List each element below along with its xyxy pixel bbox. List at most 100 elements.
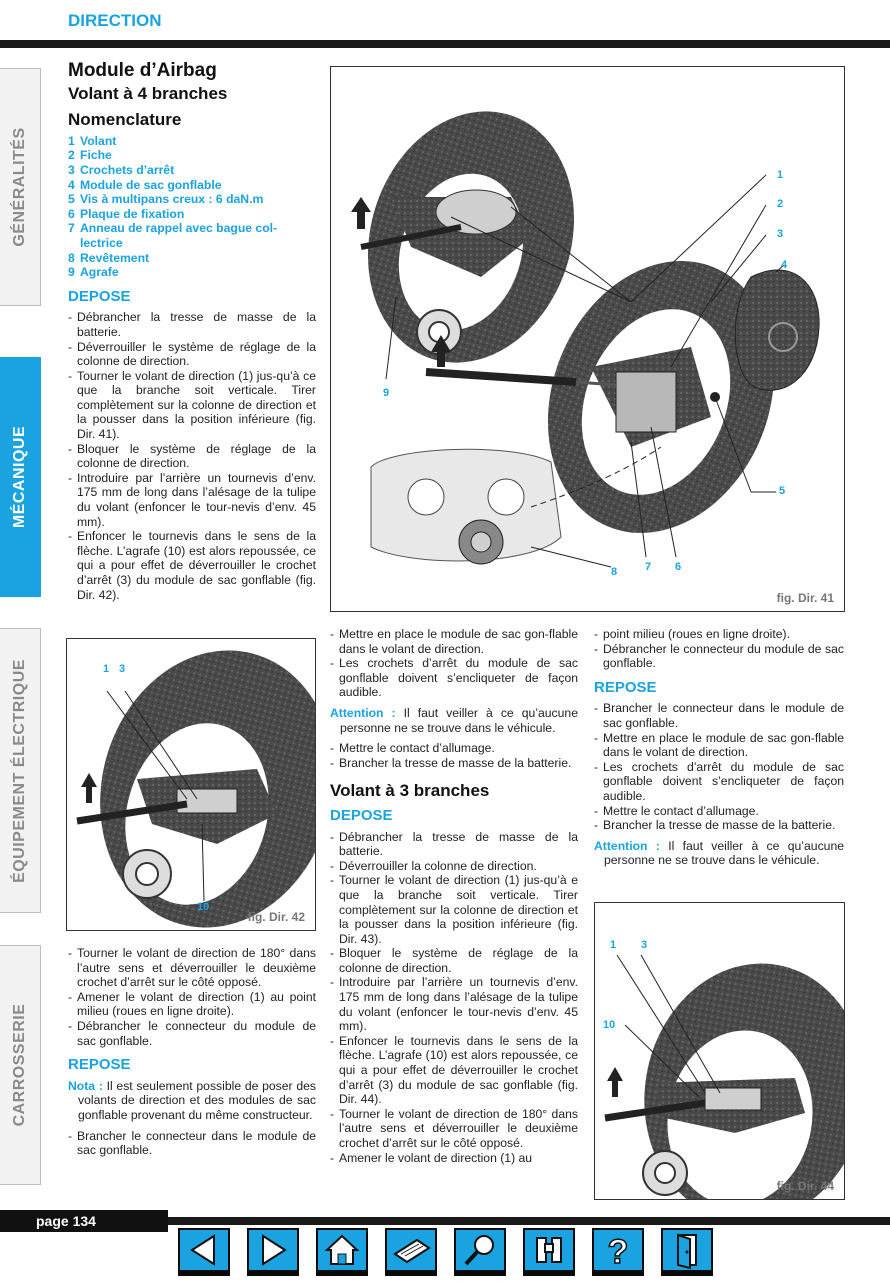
list-item: Mettre le contact d’allumage.	[594, 804, 844, 819]
list-item: Débrancher le connecteur du module de sa…	[68, 1019, 316, 1048]
figure-caption: fig. Dir. 41	[776, 591, 834, 605]
list-item: Amener le volant de direction (1) au	[330, 1151, 578, 1166]
callout-3: 3	[119, 663, 126, 675]
list-item: Bloquer le système de réglage de la colo…	[68, 442, 316, 471]
list-item: Brancher le connecteur dans le module de…	[68, 1129, 316, 1158]
page-number-tab: page 134	[0, 1210, 168, 1232]
list-item: Tourner le volant de direction de 180° d…	[68, 946, 316, 990]
arrow-left-icon	[190, 1234, 215, 1266]
callout-9: 9	[383, 387, 390, 399]
svg-text:?: ?	[608, 1233, 629, 1270]
header-divider	[0, 40, 890, 48]
home-icon	[324, 1234, 360, 1265]
list-item: Brancher la tresse de masse de la batter…	[594, 818, 844, 833]
callout-10: 10	[603, 1019, 616, 1031]
list-item: Amener le volant de direction (1) au poi…	[68, 990, 316, 1019]
search-icon	[464, 1235, 494, 1266]
list-item: Les crochets d’arrêt du module de sac go…	[594, 760, 844, 804]
list-item: Tourner le volant de direction de 180° d…	[330, 1107, 578, 1151]
print-button[interactable]	[385, 1228, 437, 1276]
left-column-bottom: Tourner le volant de direction de 180° d…	[68, 946, 316, 1158]
repose-heading: REPOSE	[594, 678, 657, 696]
list-item: Bloquer le système de réglage de la colo…	[330, 946, 578, 975]
footer-divider	[168, 1217, 890, 1225]
home-button[interactable]	[316, 1228, 368, 1276]
find-button[interactable]	[523, 1228, 575, 1276]
callout-1: 1	[103, 663, 110, 675]
list-item: Enfoncer le tournevis dans le sens de la…	[330, 1034, 578, 1107]
subtitle: Volant à 4 branches	[68, 83, 228, 103]
tab-carrosserie[interactable]: CARROSSERIE	[0, 945, 41, 1185]
list-item: Tourner le volant de direction (1) jus-q…	[330, 873, 578, 946]
callout-3: 3	[777, 228, 784, 240]
repose-heading: REPOSE	[68, 1056, 131, 1074]
list-item: Les crochets d’arrêt du module de sac go…	[330, 656, 578, 700]
figure-caption: fig. Dir. 44	[776, 1179, 834, 1193]
depose-heading: DEPOSE	[68, 287, 131, 305]
list-item: Mettre le contact d’allumage.	[330, 741, 578, 756]
callout-10: 10	[197, 901, 210, 913]
search-button[interactable]	[454, 1228, 506, 1276]
list-item: Déverrouiller le système de réglage de l…	[68, 340, 316, 369]
steering-wheel-clip-illustration	[76, 650, 315, 928]
steering-wheel-exploded-illustration	[351, 111, 820, 568]
figure-dir-41: 1 2 3 4 5 6 7 8 9 fig. Dir. 41	[330, 66, 845, 612]
tab-mecanique[interactable]: MÉCANIQUE	[0, 357, 41, 597]
printer-icon	[393, 1238, 431, 1264]
list-item: Introduire par l’arrière un tournevis d’…	[68, 471, 316, 529]
list-item: Mettre en place le module de sac gon-fla…	[594, 731, 844, 760]
callout-2: 2	[777, 198, 784, 210]
list-item: Brancher le connecteur dans le module de…	[594, 701, 844, 730]
nomenclature-title: Nomenclature	[68, 110, 182, 130]
list-item: point milieu (roues en ligne droite).	[594, 627, 844, 642]
tab-generalites[interactable]: GÉNÉRALITÉS	[0, 68, 41, 306]
exit-icon	[677, 1233, 697, 1270]
tab-equipement-electrique[interactable]: ÉQUIPEMENT ÉLECTRIQUE	[0, 628, 41, 913]
section-title: DIRECTION	[68, 11, 162, 30]
subtitle-3-branches: Volant à 3 branches	[330, 781, 490, 801]
figure-caption: fig. Dir. 42	[247, 910, 305, 924]
list-item: Mettre en place le module de sac gon-fla…	[330, 627, 578, 656]
list-item: Débrancher le connecteur du module de sa…	[594, 642, 844, 671]
depose-list: Débrancher la tresse de masse de la batt…	[68, 310, 316, 602]
nota-note: Nota : Il est seulement possible de pose…	[68, 1078, 316, 1122]
next-page-button[interactable]	[247, 1228, 299, 1276]
list-item: Enfoncer le tournevis dans le sens de la…	[68, 529, 316, 602]
list-item: Débrancher la tresse de masse de la batt…	[330, 830, 578, 859]
callout-5: 5	[779, 485, 786, 497]
exit-button[interactable]	[661, 1228, 713, 1276]
attention-note: Attention : Il faut veiller à ce qu’aucu…	[594, 838, 844, 868]
page-number: page 134	[36, 1213, 96, 1229]
callout-3: 3	[641, 939, 648, 951]
callout-6: 6	[675, 561, 682, 573]
left-column: Module d’Airbag Volant à 4 branches Nome…	[68, 60, 316, 602]
figure-dir-42: 1 3 10 fig. Dir. 42	[66, 638, 316, 931]
depose-heading: DEPOSE	[330, 806, 393, 824]
attention-note: Attention : Il faut veiller à ce qu’aucu…	[330, 705, 578, 735]
help-icon: ?	[607, 1232, 629, 1270]
binoculars-icon	[536, 1237, 562, 1263]
middle-column: Mettre en place le module de sac gon-fla…	[330, 627, 578, 1165]
right-column: point milieu (roues en ligne droite). Dé…	[594, 627, 844, 874]
callout-8: 8	[611, 566, 618, 578]
callout-1: 1	[777, 169, 784, 181]
page-title: Module d’Airbag	[68, 60, 217, 81]
help-button[interactable]: ?	[592, 1228, 644, 1276]
callout-4: 4	[781, 259, 788, 271]
list-item: Débrancher la tresse de masse de la batt…	[68, 310, 316, 339]
list-item: Introduire par l’arrière un tournevis d’…	[330, 975, 578, 1033]
previous-page-button[interactable]	[178, 1228, 230, 1276]
steering-wheel-3-branch-illustration	[604, 954, 844, 1199]
list-item: Déverrouiller la colonne de direction.	[330, 859, 578, 874]
callout-7: 7	[645, 561, 652, 573]
callout-1: 1	[610, 939, 617, 951]
